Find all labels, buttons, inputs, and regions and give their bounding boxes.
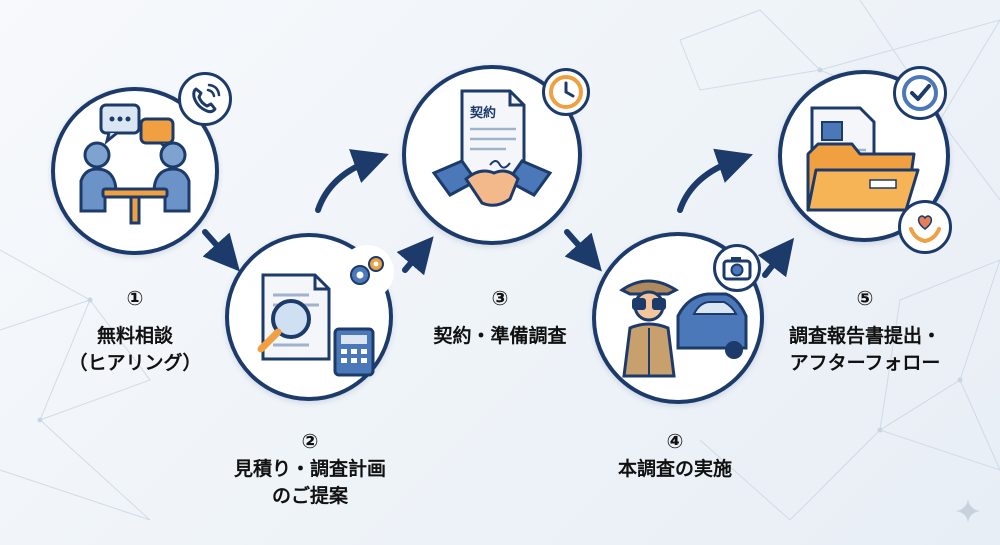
step-2-circle (225, 233, 393, 401)
heart-hands-icon (909, 215, 941, 244)
sparkle-icon (956, 499, 980, 523)
step-1-badge (178, 72, 232, 126)
handshake-contract-icon: 契約 (431, 89, 553, 207)
step-1-title-line-1: 無料相談 (96, 325, 173, 347)
step-3-circle: 契約 (402, 65, 582, 245)
step-3-badge (542, 68, 590, 116)
detective-binoculars-car-icon (619, 279, 748, 378)
step-3-label: ③ 契約・準備調査 (400, 283, 600, 350)
document-magnifier-calculator-icon (257, 273, 375, 377)
arrow-3-to-4 (564, 229, 602, 272)
step-2-number: ② (301, 429, 319, 453)
step-5-badge-bottom (898, 200, 952, 254)
step-2-label: ② 見積り・調査計画 のご提案 (205, 426, 415, 510)
step-4-number: ④ (666, 429, 684, 453)
contract-document-title: 契約 (469, 105, 496, 121)
arrow-2-up (315, 149, 389, 213)
arrow-2-to-3 (396, 236, 434, 276)
step-1-label: ① 無料相談 （ヒアリング） (35, 283, 235, 377)
step-5-number: ⑤ (856, 286, 874, 310)
step-5-title-line-2: アフターフォロー (789, 352, 941, 374)
step-5-title-line-1: 調査報告書提出・ (788, 325, 941, 347)
step-4-badge (713, 244, 761, 292)
checkmark-icon (902, 75, 938, 111)
report-folder-icon (806, 106, 920, 212)
consultation-meeting-icon (79, 103, 191, 225)
step-5-label: ⑤ 調査報告書提出・ アフターフォロー (765, 283, 965, 377)
step-2-title-line-2: のご提案 (271, 485, 348, 507)
step-4-label: ④ 本調査の実施 (575, 426, 775, 483)
step-2-title-line-1: 見積り・調査計画 (233, 458, 386, 480)
clock-icon (549, 75, 583, 109)
step-3-title-line-1: 契約・準備調査 (433, 325, 567, 347)
step-3-number: ③ (491, 286, 509, 310)
step-5-badge-top (893, 66, 947, 120)
gears-icon (350, 256, 384, 285)
arrow-4-to-5 (757, 237, 795, 278)
step-2-gears (340, 245, 394, 299)
arrow-1-to-2 (202, 229, 240, 272)
camera-icon (722, 257, 752, 281)
step-4-title-line-1: 本調査の実施 (617, 458, 732, 480)
arrow-4-up (677, 148, 754, 213)
step-1-title-line-2: （ヒアリング） (68, 352, 202, 374)
step-1-number: ① (126, 286, 144, 310)
phone-call-icon (192, 83, 221, 114)
